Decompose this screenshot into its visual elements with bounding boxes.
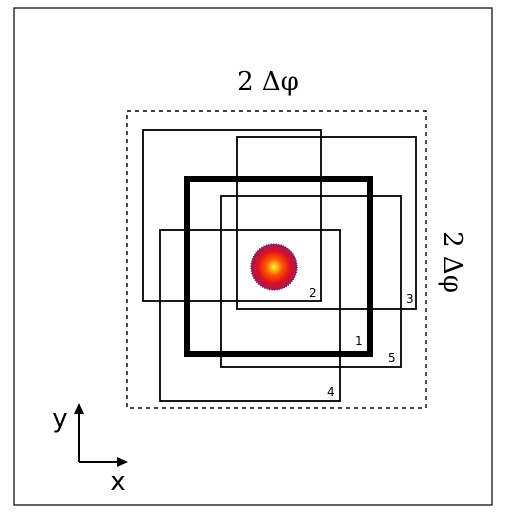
beam-spot-edge (250, 243, 298, 291)
square-3 (236, 136, 417, 310)
figure-frame (13, 7, 493, 506)
right-extent-label: 2 Δφ (437, 231, 467, 293)
square-number-1: 1 (355, 334, 363, 348)
top-extent-label: 2 Δφ (237, 67, 299, 97)
square-1 (184, 176, 373, 357)
square-4 (159, 229, 341, 402)
square-number-4: 4 (327, 385, 335, 399)
y-axis-arrowhead (74, 403, 84, 414)
x-axis-arrowhead (117, 457, 128, 467)
x-axis-label: x (110, 467, 125, 497)
square-5 (220, 195, 402, 368)
square-number-3: 3 (406, 292, 414, 306)
y-axis-label: y (52, 404, 67, 434)
square-2 (142, 129, 322, 302)
square-number-2: 2 (309, 286, 317, 300)
beam-spot (251, 244, 297, 290)
scan-extent-box (126, 110, 427, 409)
square-number-5: 5 (388, 351, 396, 365)
